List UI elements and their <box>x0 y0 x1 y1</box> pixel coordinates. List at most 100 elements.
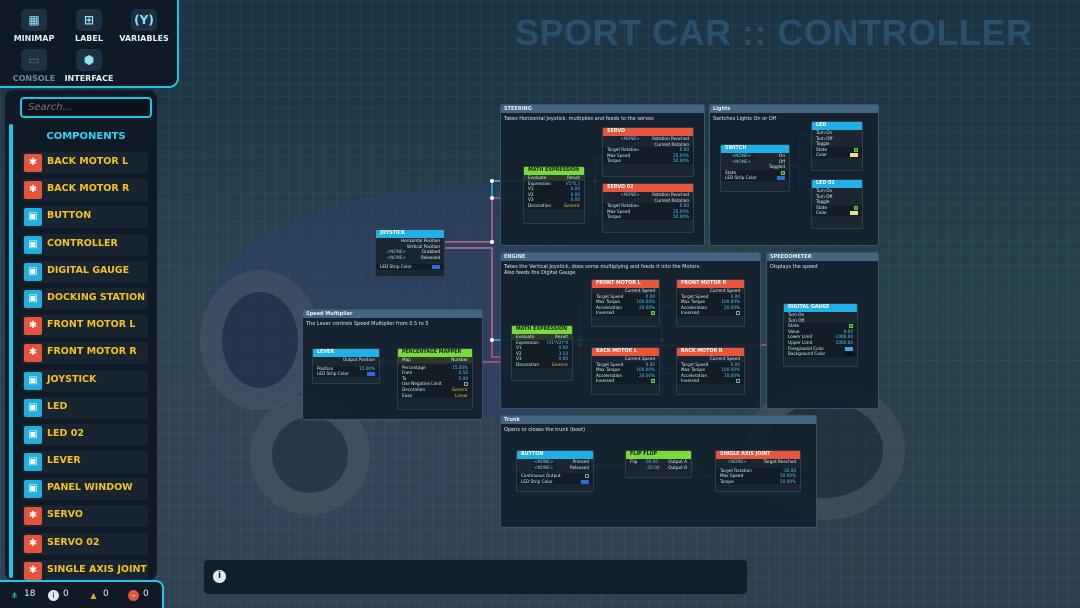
action-none[interactable]: <NONE> <box>530 464 557 471</box>
input-port-label[interactable]: Evaluate <box>528 175 547 180</box>
input-value[interactable]: 0.50 <box>458 370 468 376</box>
input-value[interactable]: 0.00 <box>570 191 580 197</box>
color-swatch[interactable] <box>581 479 589 484</box>
input-value[interactable]: 5.00 <box>458 375 468 381</box>
output-port-label[interactable]: Output A <box>668 459 687 464</box>
color-swatch[interactable] <box>777 176 785 181</box>
input-value[interactable]: 20.00% <box>724 304 740 310</box>
output-port-label[interactable]: Target Reached <box>763 459 796 464</box>
led-node[interactable]: LED Turn On Turn Off Toggle State Color <box>811 121 863 171</box>
component-item[interactable]: ▣LED 02 <box>22 423 148 446</box>
input-value[interactable]: 100.00% <box>636 367 655 373</box>
component-item[interactable]: ✱SERVO <box>22 505 148 528</box>
input-value[interactable]: 3.10 <box>558 350 568 356</box>
inversed-checkbox[interactable] <box>736 311 740 316</box>
joystick-node[interactable]: JOYSTICK Horizontal Position Vertical Po… <box>375 229 445 277</box>
output-port-label[interactable]: Pressed <box>572 459 589 464</box>
minimap-button[interactable]: ▦ MINIMAP <box>9 9 59 43</box>
input-value[interactable]: 100.00% <box>721 299 740 305</box>
component-item[interactable]: ✱FRONT MOTOR L <box>22 315 148 338</box>
output-port-label[interactable]: Released <box>569 464 589 470</box>
input-value[interactable]: 50.00% <box>673 158 689 164</box>
component-item[interactable]: ✱SINGLE AXIS JOINT <box>22 559 148 580</box>
action-none[interactable]: <NONE> <box>383 249 410 255</box>
output-port-label[interactable]: Output Position <box>342 357 375 362</box>
input-value[interactable]: -1000.00 <box>834 334 853 340</box>
output-port-label[interactable]: Released <box>420 254 440 260</box>
output-port-label[interactable]: Current Rotation <box>654 141 689 147</box>
component-item[interactable]: ▣JOYSTICK <box>22 369 148 392</box>
input-value[interactable]: 20.00% <box>639 304 655 310</box>
input-value[interactable]: 100.00% <box>721 367 740 373</box>
led-02-node[interactable]: LED 02 Turn On Turn Off Toggle State Col… <box>811 179 863 229</box>
input-value[interactable]: 15.00% <box>452 364 468 370</box>
component-item[interactable]: ▣DIGITAL GAUGE <box>22 260 148 283</box>
output-port-label[interactable]: Output B <box>668 464 687 470</box>
input-value[interactable]: V1*0.3 <box>565 180 580 186</box>
state-checkbox[interactable] <box>854 205 858 210</box>
output-port-label[interactable]: On <box>779 153 785 158</box>
single-axis-joint-node[interactable]: SINGLE AXIS JOINT <NONE>Target Reached T… <box>715 450 801 492</box>
output-port-label[interactable]: Rotation Reached <box>652 192 689 197</box>
output-port-label[interactable]: Current Speed <box>709 356 740 361</box>
input-value[interactable]: 20.00% <box>724 372 740 378</box>
input-value[interactable]: 0.00 <box>570 197 580 203</box>
action-none[interactable]: <NONE> <box>617 192 643 198</box>
output-port-label[interactable]: Result <box>555 334 568 339</box>
output-port-label[interactable]: Rotation Reached <box>652 136 689 141</box>
links-count[interactable]: ⋔18 <box>9 589 35 601</box>
color-swatch[interactable] <box>850 211 858 216</box>
input-port-label[interactable]: Flip <box>630 459 638 464</box>
warnings-count[interactable]: ▲0 <box>88 589 108 601</box>
servo-02-node[interactable]: SERVO 02 <NONE>Rotation Reached Current … <box>602 183 694 233</box>
component-item[interactable]: ▣LEVER <box>22 451 148 474</box>
component-item[interactable]: ✱FRONT MOTOR R <box>22 342 148 365</box>
input-port-label[interactable]: Turn On <box>788 312 805 317</box>
input-value[interactable]: 50.00% <box>780 478 796 484</box>
component-item[interactable]: ✱BACK MOTOR R <box>22 179 148 202</box>
input-value[interactable]: 0.00 <box>645 293 655 299</box>
component-item[interactable]: ✱SERVO 02 <box>22 532 148 555</box>
digital-gauge-node[interactable]: DIGITAL GAUGE Turn On Turn Off State Val… <box>783 303 858 367</box>
input-value[interactable]: Generic <box>563 202 580 208</box>
input-value[interactable]: 0.00 <box>558 345 568 351</box>
action-none[interactable]: <NONE> <box>728 158 755 165</box>
state-checkbox[interactable] <box>854 147 858 152</box>
input-value[interactable]: 0.00 <box>730 293 740 299</box>
interface-button[interactable]: ⬢ INTERFACE <box>64 49 114 83</box>
action-none[interactable]: <NONE> <box>724 459 750 465</box>
output-port-label[interactable]: Vertical Position <box>406 243 440 249</box>
console-button[interactable]: ▭ CONSOLE <box>9 49 59 83</box>
input-value[interactable]: Linear <box>454 392 468 398</box>
input-port-label[interactable]: Map <box>402 357 411 362</box>
action-none[interactable]: <NONE> <box>617 136 643 142</box>
continuous-output-checkbox[interactable] <box>585 474 589 479</box>
input-value[interactable]: 50.00% <box>673 214 689 220</box>
input-value[interactable]: -30.00 <box>782 467 797 473</box>
component-item[interactable]: ✱BACK MOTOR L <box>22 152 148 174</box>
negative-limit-checkbox[interactable] <box>464 382 468 387</box>
input-value[interactable]: Generic <box>551 361 568 367</box>
input-value[interactable]: (V1*V2)*4 <box>546 339 568 345</box>
input-value[interactable]: 50.00% <box>780 473 796 479</box>
input-value[interactable]: 0.00 <box>730 361 740 367</box>
sidebar-scrollbar[interactable] <box>9 124 13 578</box>
input-value[interactable]: 0.00 <box>645 361 655 367</box>
action-none[interactable]: <NONE> <box>383 254 410 261</box>
input-value[interactable]: 0.00 <box>679 203 689 209</box>
input-port-label[interactable]: Toggle <box>816 141 830 147</box>
switch-node[interactable]: SWITCH <NONE>On <NONE>Off Toggled State … <box>720 144 790 192</box>
inversed-checkbox[interactable] <box>651 379 655 384</box>
color-swatch[interactable] <box>367 372 375 377</box>
input-value[interactable]: 25.00% <box>673 208 689 214</box>
inversed-checkbox[interactable] <box>736 379 740 384</box>
action-none[interactable]: <NONE> <box>728 153 755 159</box>
errors-count[interactable]: –0 <box>128 589 149 601</box>
input-value[interactable]: 0.00 <box>570 186 580 192</box>
component-item[interactable]: ▣LED <box>22 396 148 419</box>
color-swatch[interactable] <box>845 346 853 351</box>
